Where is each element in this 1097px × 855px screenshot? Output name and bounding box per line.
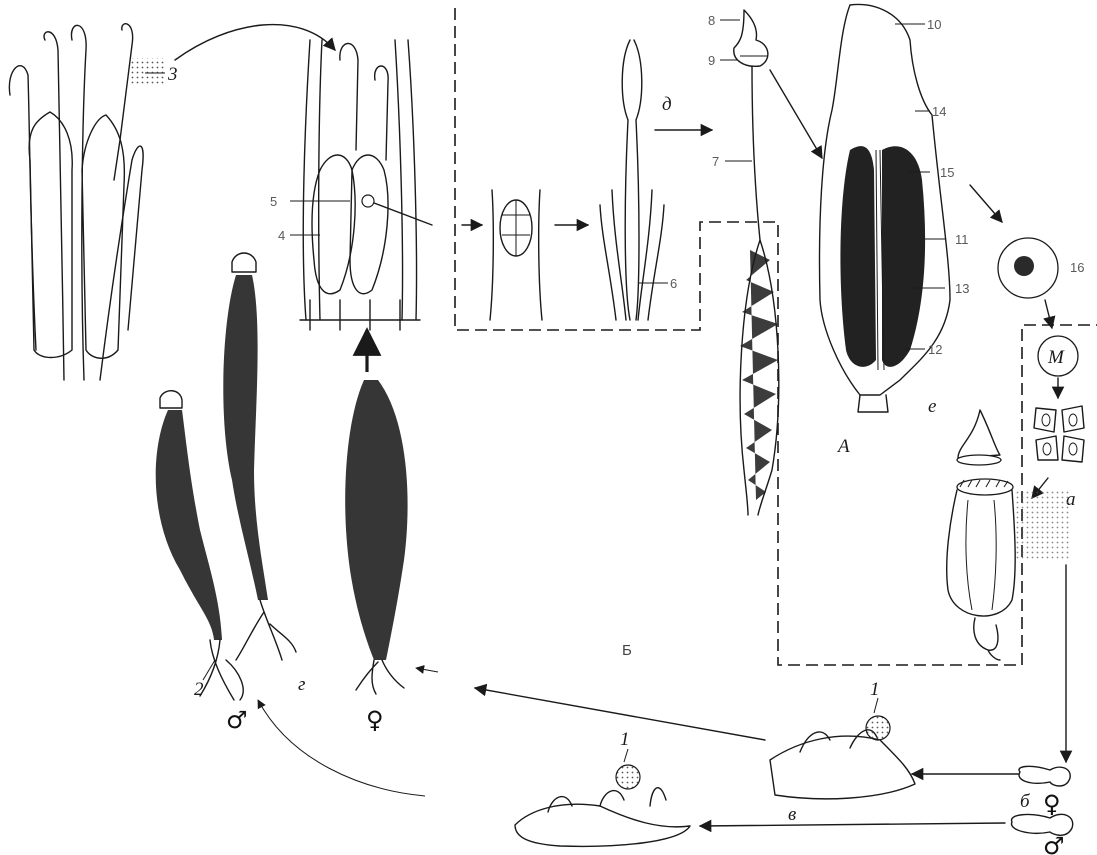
label-3: 3 [167, 64, 178, 85]
label-8: 8 [708, 13, 715, 28]
label-7: 7 [712, 154, 719, 169]
label-b: б [1020, 791, 1031, 812]
label-B: Б [622, 642, 632, 659]
label-13: 13 [955, 281, 969, 296]
egg-cell [362, 195, 374, 207]
arrow-protonema-to-male [258, 700, 425, 796]
label-9: 9 [708, 53, 715, 68]
sporophyte-on-gametophyte: 8 9 7 [708, 10, 779, 515]
protonema-female: 1 в [770, 679, 915, 825]
dashed-region-gametophyte-to-sporophyte [455, 8, 1097, 665]
label-16: 16 [1070, 260, 1084, 275]
arrow-to-female-gametophyte [416, 668, 438, 672]
germinating-spores: ♀ б ♂ [1012, 766, 1073, 855]
label-6: 6 [670, 276, 677, 291]
label-e: е [928, 396, 936, 417]
symbol-male: ♂ [226, 706, 248, 734]
label-d: д [662, 94, 672, 115]
label-M: М [1047, 347, 1065, 368]
label-1-female: 1 [870, 679, 880, 700]
open-capsule [947, 410, 1070, 660]
label-11: 11 [955, 232, 969, 247]
arrow-spore-to-protonema-male [700, 823, 1005, 826]
spore-cloud [1015, 490, 1070, 560]
symbol-male-spore: ♂ [1043, 832, 1065, 855]
spore-tetrad [1034, 406, 1084, 462]
archegonia-cluster: 5 4 [270, 40, 432, 330]
symbol-female: ♀ [366, 706, 384, 734]
sperm-release-dots [130, 58, 164, 84]
label-v: в [788, 804, 796, 825]
label-14: 14 [932, 104, 946, 119]
male-gametophytes: 2 г ♂ [156, 253, 306, 734]
capsule-section: 10 14 15 11 13 12 е А [820, 4, 970, 457]
label-10: 10 [927, 17, 941, 32]
antheridia-cluster: 3 [9, 24, 177, 380]
arrow-sperm-to-archegonium [175, 25, 335, 60]
label-A: А [836, 436, 850, 457]
label-2: 2 [194, 679, 204, 700]
label-12: 12 [928, 342, 942, 357]
label-15: 15 [940, 165, 954, 180]
female-gametophyte: ♀ [345, 380, 407, 734]
label-g: г [298, 674, 305, 695]
embryo-stages: 6 д [462, 40, 712, 320]
arrow-capsule-to-section [770, 70, 822, 158]
label-5: 5 [270, 194, 277, 209]
label-4: 4 [278, 228, 285, 243]
protonema-male: 1 [515, 729, 690, 846]
label-1-male: 1 [620, 729, 630, 750]
